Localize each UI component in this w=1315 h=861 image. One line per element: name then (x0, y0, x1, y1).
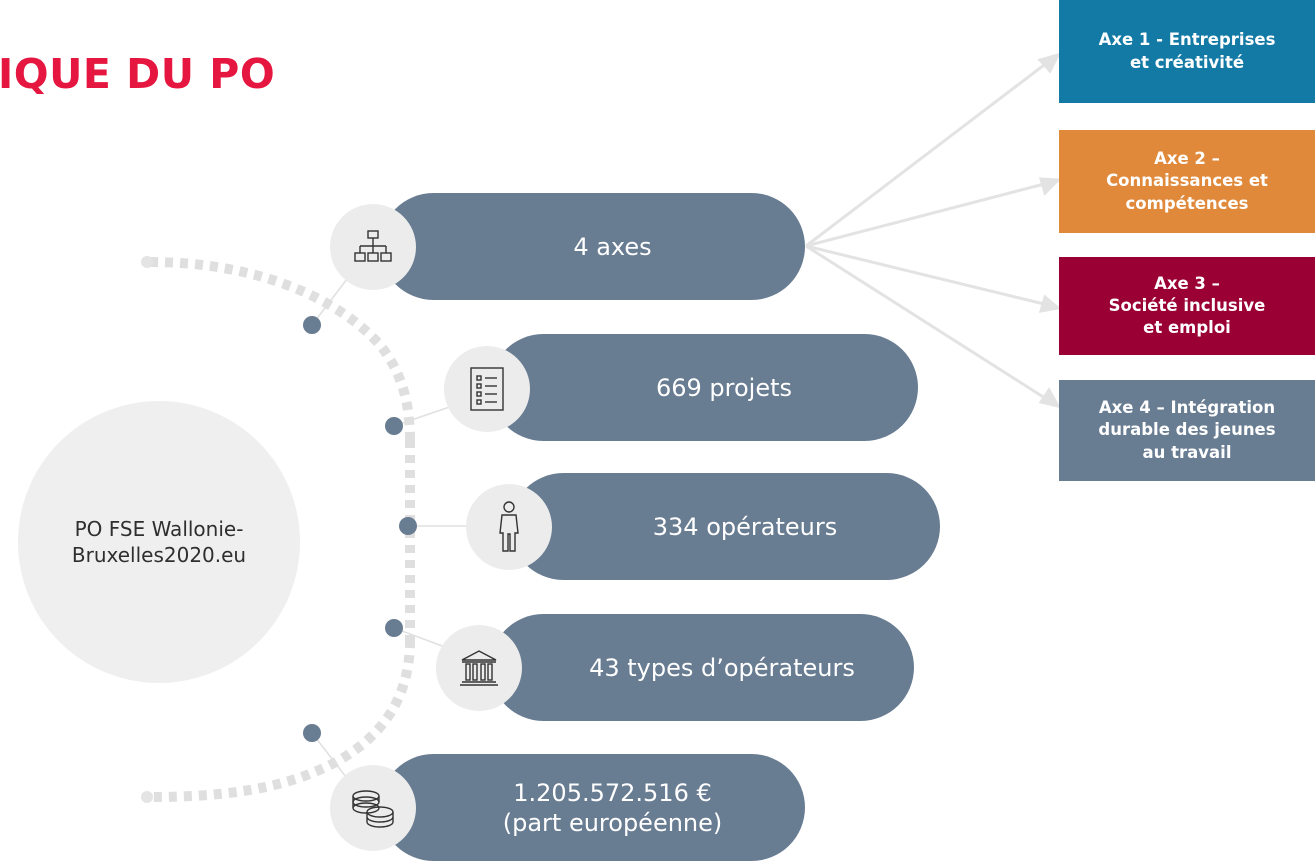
axe-box-4: Axe 4 – Intégration durable des jeunes a… (1059, 380, 1315, 481)
connector-dot (399, 517, 417, 535)
page-title: IQUE DU PO (0, 50, 276, 98)
connector-dot (385, 619, 403, 637)
axe-box-1: Axe 1 - Entreprises et créativité (1059, 0, 1315, 103)
arrow-axe-3 (805, 244, 1049, 307)
arrow-axe-1 (805, 60, 1049, 248)
dashed-end-bottom (141, 791, 153, 803)
arrow-axe-4 (805, 244, 1049, 402)
stat-pill-operator-types: 43 types d’opérateurs (490, 614, 914, 721)
axe-label: Axe 1 - Entreprises et créativité (1098, 30, 1276, 72)
arrow-axe-2 (805, 181, 1049, 248)
icon-circle (466, 484, 552, 570)
icon-circle (444, 346, 530, 432)
icon-circle (436, 625, 522, 711)
stat-pill-budget: 1.205.572.516 € (part européenne) (380, 754, 805, 861)
checklist-icon (470, 367, 504, 411)
axe-label: Axe 2 – Connaissances et compétences (1106, 149, 1268, 213)
bank-building-icon (460, 650, 498, 686)
hub-label: PO FSE Wallonie- Bruxelles2020.eu (71, 517, 247, 567)
axe-label: Axe 4 – Intégration durable des jeunes a… (1098, 398, 1276, 462)
icon-circle (330, 765, 416, 851)
stat-pill-operators: 334 opérateurs (510, 473, 940, 580)
stat-label: 4 axes (573, 232, 652, 261)
stat-label: 1.205.572.516 € (part européenne) (502, 778, 723, 837)
dashed-arc-bottom (149, 639, 415, 802)
dashed-arc-top (149, 257, 415, 441)
stat-pill-projects: 669 projets (490, 334, 918, 441)
connector-dot (303, 724, 321, 742)
stat-label: 334 opérateurs (652, 512, 838, 541)
dashed-end-top (141, 256, 153, 268)
axe-label: Axe 3 – Société inclusive et emploi (1108, 273, 1266, 338)
coins-icon (352, 790, 394, 828)
org-chart-icon (354, 230, 392, 262)
stat-pill-axes: 4 axes (380, 193, 805, 300)
axe-box-2: Axe 2 – Connaissances et compétences (1059, 130, 1315, 233)
program-hub-circle: PO FSE Wallonie- Bruxelles2020.eu (18, 401, 300, 683)
stat-label: 669 projets (655, 373, 793, 402)
connector-dot (385, 417, 403, 435)
connector-dot (303, 316, 321, 334)
axe-box-3: Axe 3 – Société inclusive et emploi (1059, 257, 1315, 355)
stat-label: 43 types d’opérateurs (589, 653, 855, 682)
icon-circle (330, 204, 416, 290)
person-icon (499, 501, 519, 552)
